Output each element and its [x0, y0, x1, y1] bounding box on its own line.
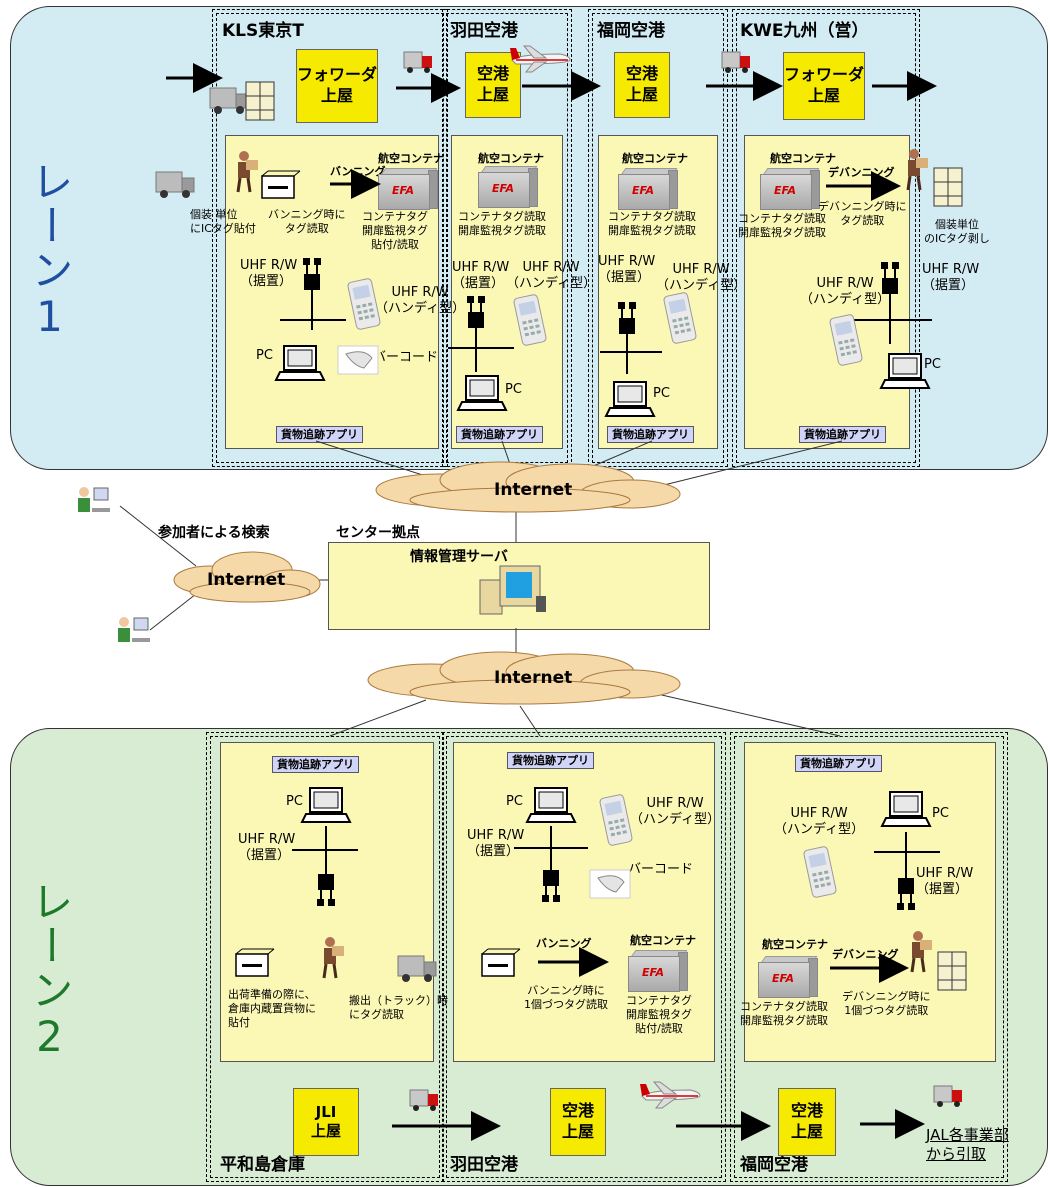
tag-box-icon	[482, 949, 520, 976]
tag-box-icon	[262, 171, 300, 198]
uhf-reader-fixed-icon	[618, 302, 636, 334]
handheld-reader-icon	[663, 292, 696, 344]
uhf-reader-fixed-icon	[897, 878, 915, 910]
red-truck-icon	[722, 52, 750, 73]
participant-icon	[78, 487, 110, 512]
red-truck-icon	[410, 1090, 438, 1111]
truck-icon	[156, 172, 194, 198]
airplane-icon	[640, 1082, 700, 1108]
handheld-reader-icon	[829, 314, 862, 366]
airplane-icon	[510, 46, 570, 72]
uhf-reader-fixed-icon	[317, 874, 335, 906]
cargo-boxes-icon	[938, 952, 966, 990]
pc-icon	[276, 346, 324, 380]
pc-icon	[302, 788, 350, 822]
server-computer-icon	[480, 566, 546, 614]
cargo-boxes-icon	[934, 168, 962, 206]
handheld-reader-icon	[513, 294, 546, 346]
handheld-reader-icon	[347, 278, 380, 330]
tag-box-icon	[236, 949, 274, 976]
red-truck-icon	[404, 52, 432, 73]
pc-icon	[527, 788, 575, 822]
internet-label: Internet	[494, 480, 572, 500]
pc-icon	[606, 382, 654, 416]
pc-icon	[882, 792, 930, 826]
handheld-reader-icon	[803, 846, 836, 898]
uhf-reader-fixed-icon	[303, 258, 321, 290]
uhf-reader-fixed-icon	[467, 296, 485, 328]
internet-label: Internet	[207, 570, 285, 590]
uhf-reader-fixed-icon	[881, 262, 899, 294]
truck-icon	[398, 956, 436, 982]
red-truck-icon	[934, 1086, 962, 1107]
worker-icon	[238, 151, 258, 192]
pc-icon	[458, 376, 506, 410]
participant-icon	[118, 617, 150, 642]
uhf-reader-fixed-icon	[542, 870, 560, 902]
cargo-boxes-icon	[246, 82, 274, 120]
handheld-reader-icon	[599, 794, 632, 846]
worker-icon	[912, 931, 932, 972]
pc-icon	[881, 354, 929, 388]
worker-icon	[908, 149, 928, 190]
worker-icon	[324, 937, 344, 978]
barcode-scanner-icon	[590, 870, 630, 898]
delivery-truck-icon	[210, 88, 248, 114]
barcode-scanner-icon	[338, 346, 378, 374]
internet-label: Internet	[494, 668, 572, 688]
